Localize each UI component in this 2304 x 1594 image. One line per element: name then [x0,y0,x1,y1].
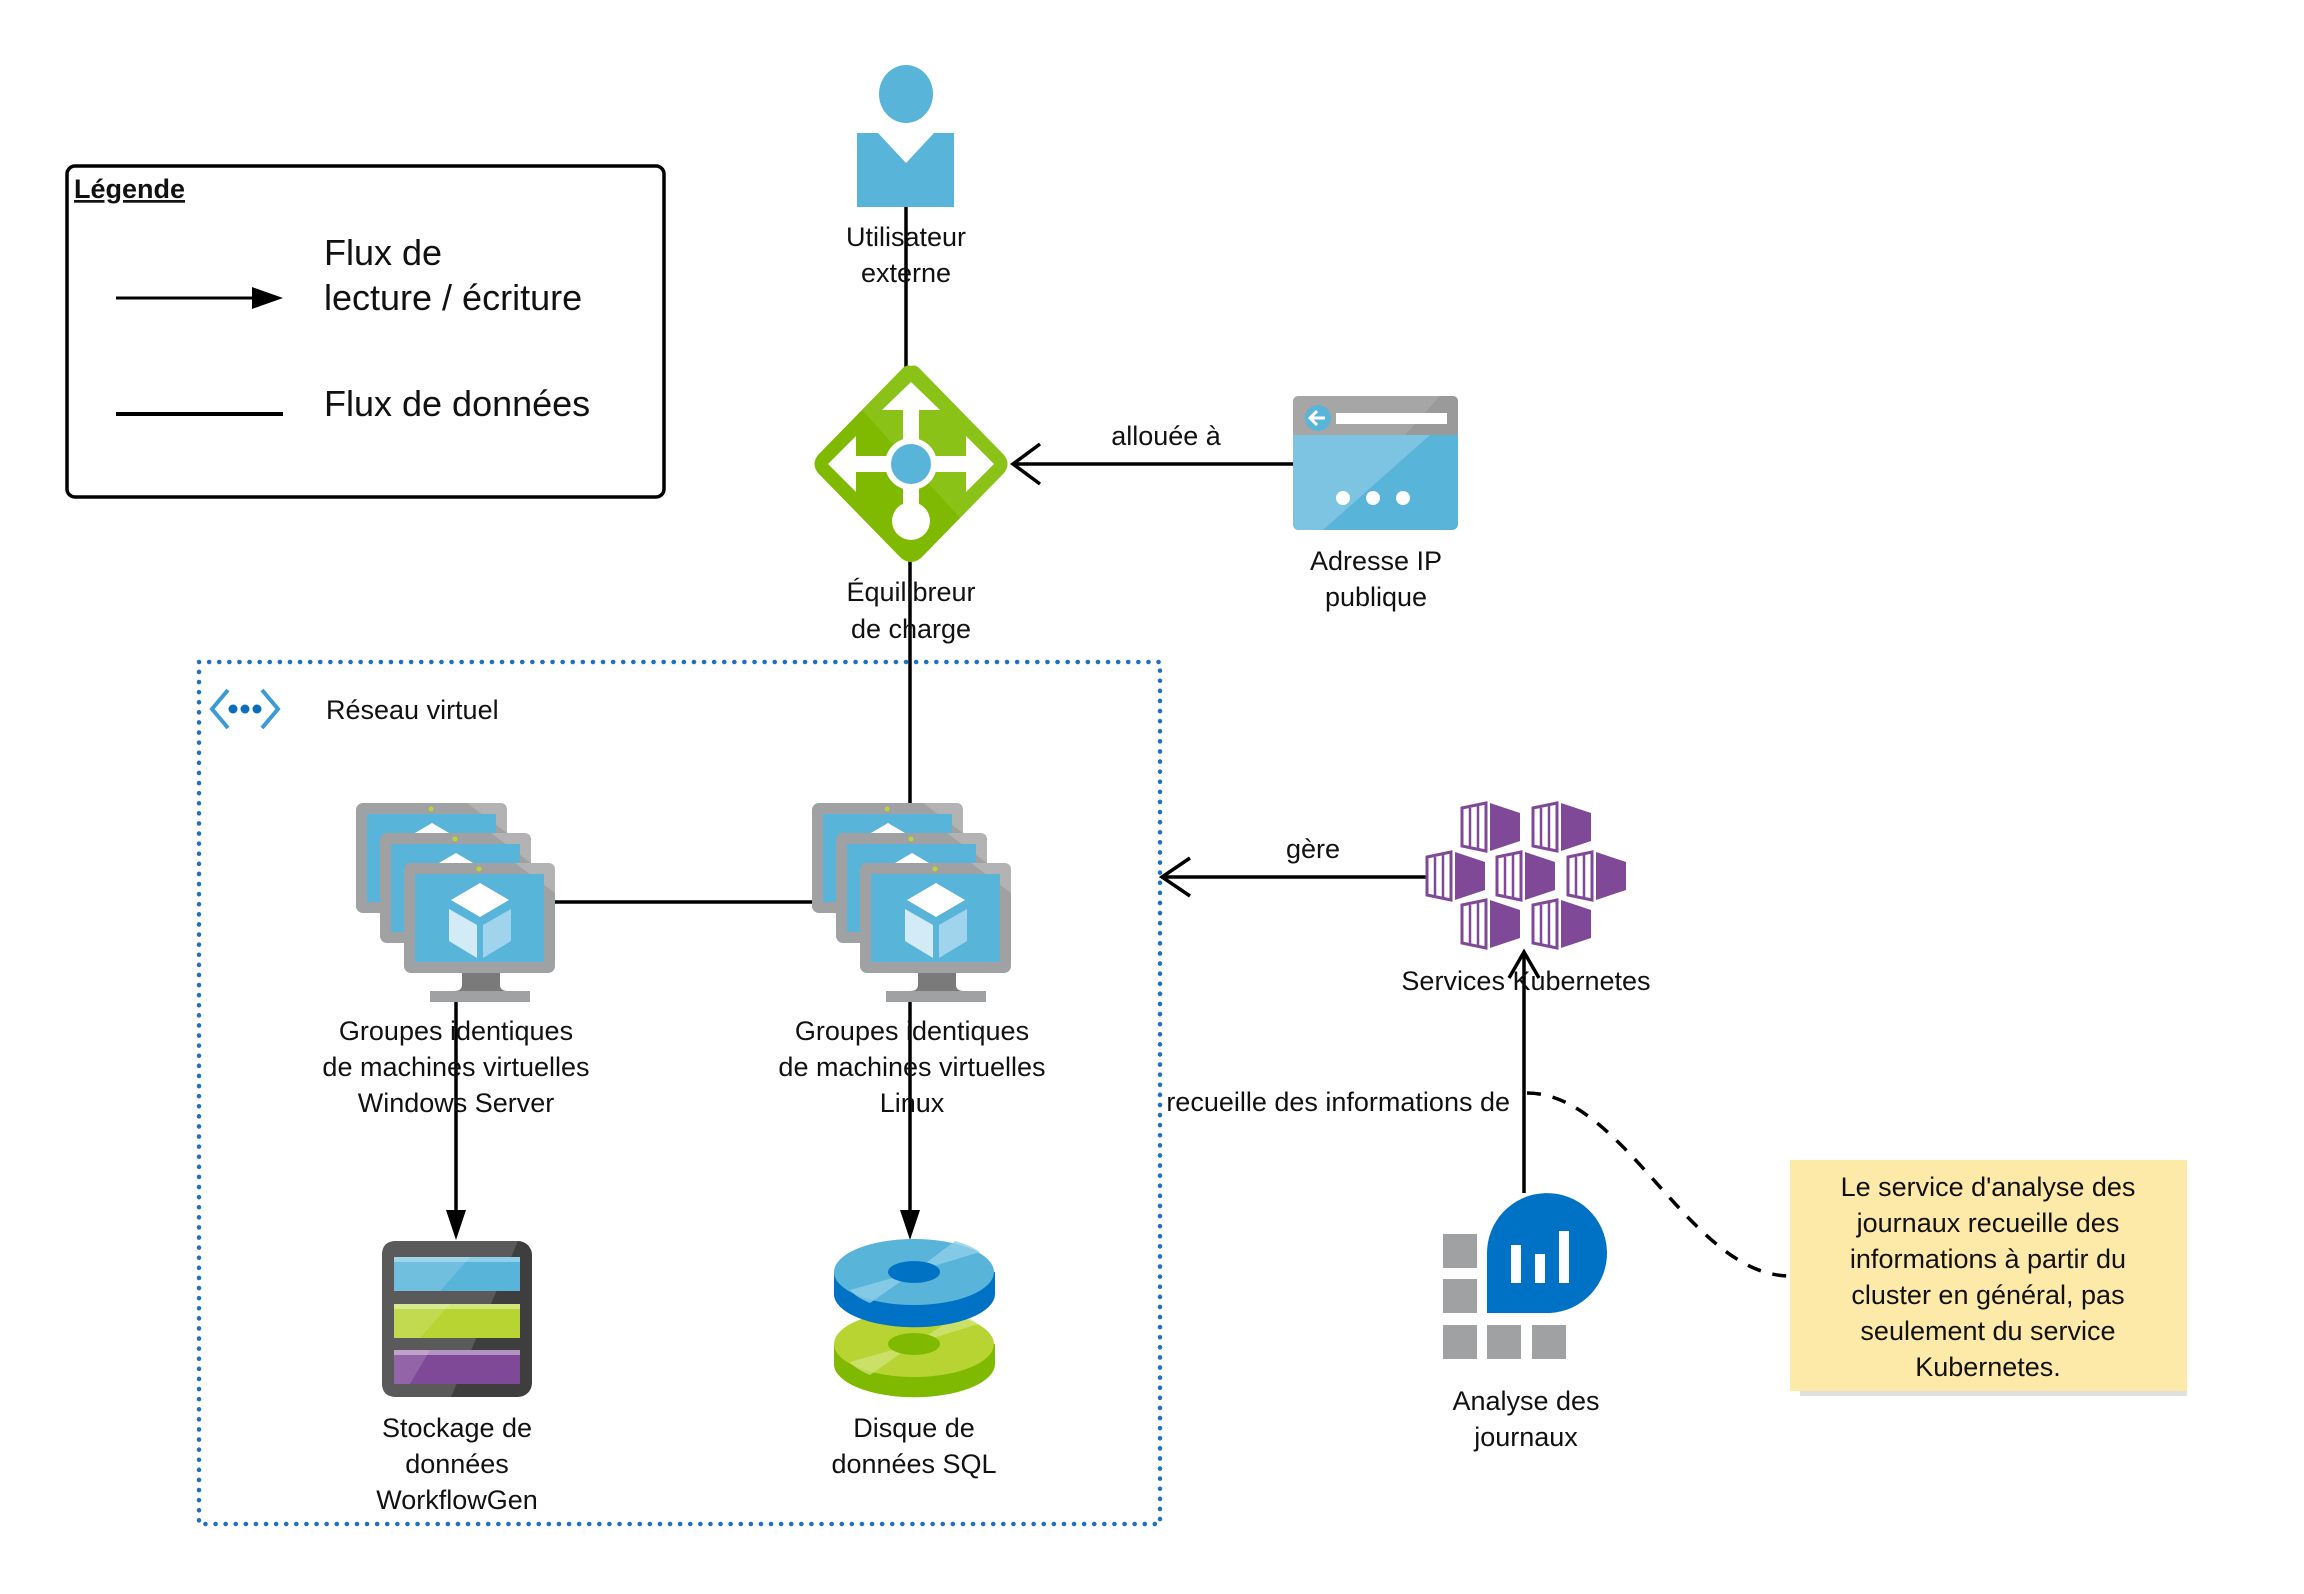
legend: Légende Flux de lecture / écriture Flux … [65,164,666,499]
node-label: externe [861,258,951,288]
node-label: de machines virtuelles [322,1052,589,1082]
container-icon [1566,850,1626,902]
container-icon [1531,801,1591,853]
node-log-analytics[interactable]: Analyse des journaux [1443,1193,1607,1452]
note-line: Kubernetes. [1915,1352,2061,1382]
node-label: WorkflowGen [376,1485,538,1515]
node-vmss-windows[interactable]: Groupes identiques de machines virtuelle… [322,803,590,1118]
arrowhead-icon [252,287,283,309]
note-line: seulement du service [1860,1316,2115,1346]
node-label: Adresse IP [1310,546,1442,576]
vm-scale-set-icon [356,803,555,1002]
vm-scale-set-icon [812,803,1011,1002]
arrowhead-icon [446,1210,466,1240]
node-label: Disque de [853,1413,975,1443]
node-public-ip[interactable]: Adresse IP publique [1293,396,1458,612]
container-icon [1425,850,1485,902]
node-label: journaux [1473,1422,1578,1452]
vnet-boundary [196,659,1163,1527]
log-analytics-icon [1443,1193,1607,1359]
virtual-network-icon [209,688,281,730]
arrowhead-icon [900,1210,920,1240]
edge-label-manages: gère [1286,834,1340,864]
edge-label-allocated: allouée à [1111,421,1222,451]
legend-frame [65,164,666,499]
node-label: Windows Server [358,1088,555,1118]
edges: allouée à gère recueille des information… [446,207,1791,1278]
vnet-label: Réseau virtuel [326,695,499,725]
node-label: publique [1325,582,1427,612]
note-line: cluster en général, pas [1851,1280,2124,1310]
node-label: Stockage de [382,1413,532,1443]
kubernetes-service-icon [1425,801,1626,950]
container-icon [1460,898,1520,950]
container-icon [1531,898,1591,950]
storage-icon [382,1241,532,1397]
managed-disk-icon [834,1239,995,1398]
note-line: journaux recueille des [1856,1208,2120,1238]
note-line: informations à partir du [1850,1244,2126,1274]
node-kubernetes[interactable]: Services Kubernetes [1401,801,1651,996]
node-label: Groupes identiques [795,1016,1029,1046]
node-label: Services Kubernetes [1401,966,1650,996]
open-arrowhead-icon [1010,442,1042,486]
virtual-network-group: Réseau virtuel [196,659,1163,1527]
node-label: données SQL [831,1449,996,1479]
note-connector [1526,1091,1791,1278]
legend-item-label: Flux de données [324,383,590,424]
node-label: Analyse des [1452,1386,1599,1416]
node-label: Équilibreur [846,577,975,607]
legend-item-label: lecture / écriture [324,277,582,318]
node-label: de machines virtuelles [778,1052,1045,1082]
monitor-icon [860,863,1011,1002]
open-arrowhead-icon [1507,948,1541,979]
edge-label-collects: recueille des informations de [1166,1087,1510,1117]
annotation-note: Le service d'analyse des journaux recuei… [1790,1160,2187,1396]
legend-title: Légende [74,174,185,204]
open-arrowhead-icon [1158,856,1191,898]
container-icon [1460,801,1520,853]
legend-item-data-flow: Flux de données [116,383,590,424]
monitor-icon [404,863,555,1002]
node-load-balancer[interactable]: Équilibreur de charge [814,365,1008,645]
note-body [1790,1160,2187,1391]
node-user[interactable]: Utilisateur externe [846,65,966,288]
node-storage[interactable]: Stockage de données WorkflowGen [376,1241,538,1515]
container-icon [1495,850,1555,902]
load-balancer-icon [814,365,1008,562]
node-label: Groupes identiques [339,1016,573,1046]
user-icon [857,65,954,207]
node-label: données [405,1449,509,1479]
note-line: Le service d'analyse des [1841,1172,2136,1202]
node-sql-disk[interactable]: Disque de données SQL [831,1239,997,1479]
public-ip-icon [1293,396,1458,530]
legend-item-label: Flux de [324,232,442,273]
legend-item-read-write: Flux de lecture / écriture [116,232,582,318]
node-label: de charge [851,614,971,644]
node-label: Linux [880,1088,945,1118]
node-label: Utilisateur [846,222,966,252]
node-vmss-linux[interactable]: Groupes identiques de machines virtuelle… [778,803,1046,1118]
